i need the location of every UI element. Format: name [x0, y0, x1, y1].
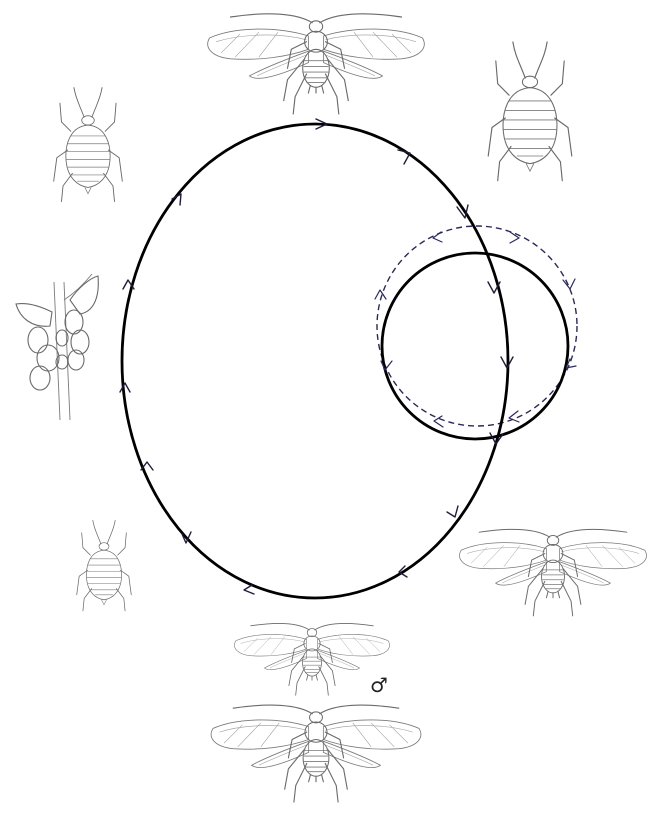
main-cycle-arrow-left — [120, 383, 130, 392]
winged-aphid-top-icon — [208, 14, 425, 114]
small-cycle-arrow-top-right — [510, 232, 519, 243]
wingless-aphid-bottom-left-icon — [77, 520, 132, 611]
main-cycle-arrow-top-right — [398, 150, 410, 164]
main-cycle-arrow-right-bottom — [447, 506, 458, 517]
small-cycle-arrow-right-upper — [563, 279, 575, 289]
wingless-aphid-top-left-icon — [54, 88, 123, 202]
male-symbol: ♂ — [370, 673, 388, 697]
main-cycle-arrows — [120, 119, 513, 594]
small-cycle-circle — [382, 253, 568, 439]
wingless-aphid-top-right-icon — [488, 42, 572, 181]
small-cycle-arrow-bottom-left — [434, 416, 443, 427]
small-cycle-dashed-ring — [377, 226, 577, 426]
winged-aphid-right-icon — [460, 529, 647, 615]
winged-aphid-bottom-icon — [211, 705, 421, 802]
winged-male-aphid-icon — [235, 624, 390, 696]
aphid-eggs-on-twig-icon — [16, 274, 98, 420]
